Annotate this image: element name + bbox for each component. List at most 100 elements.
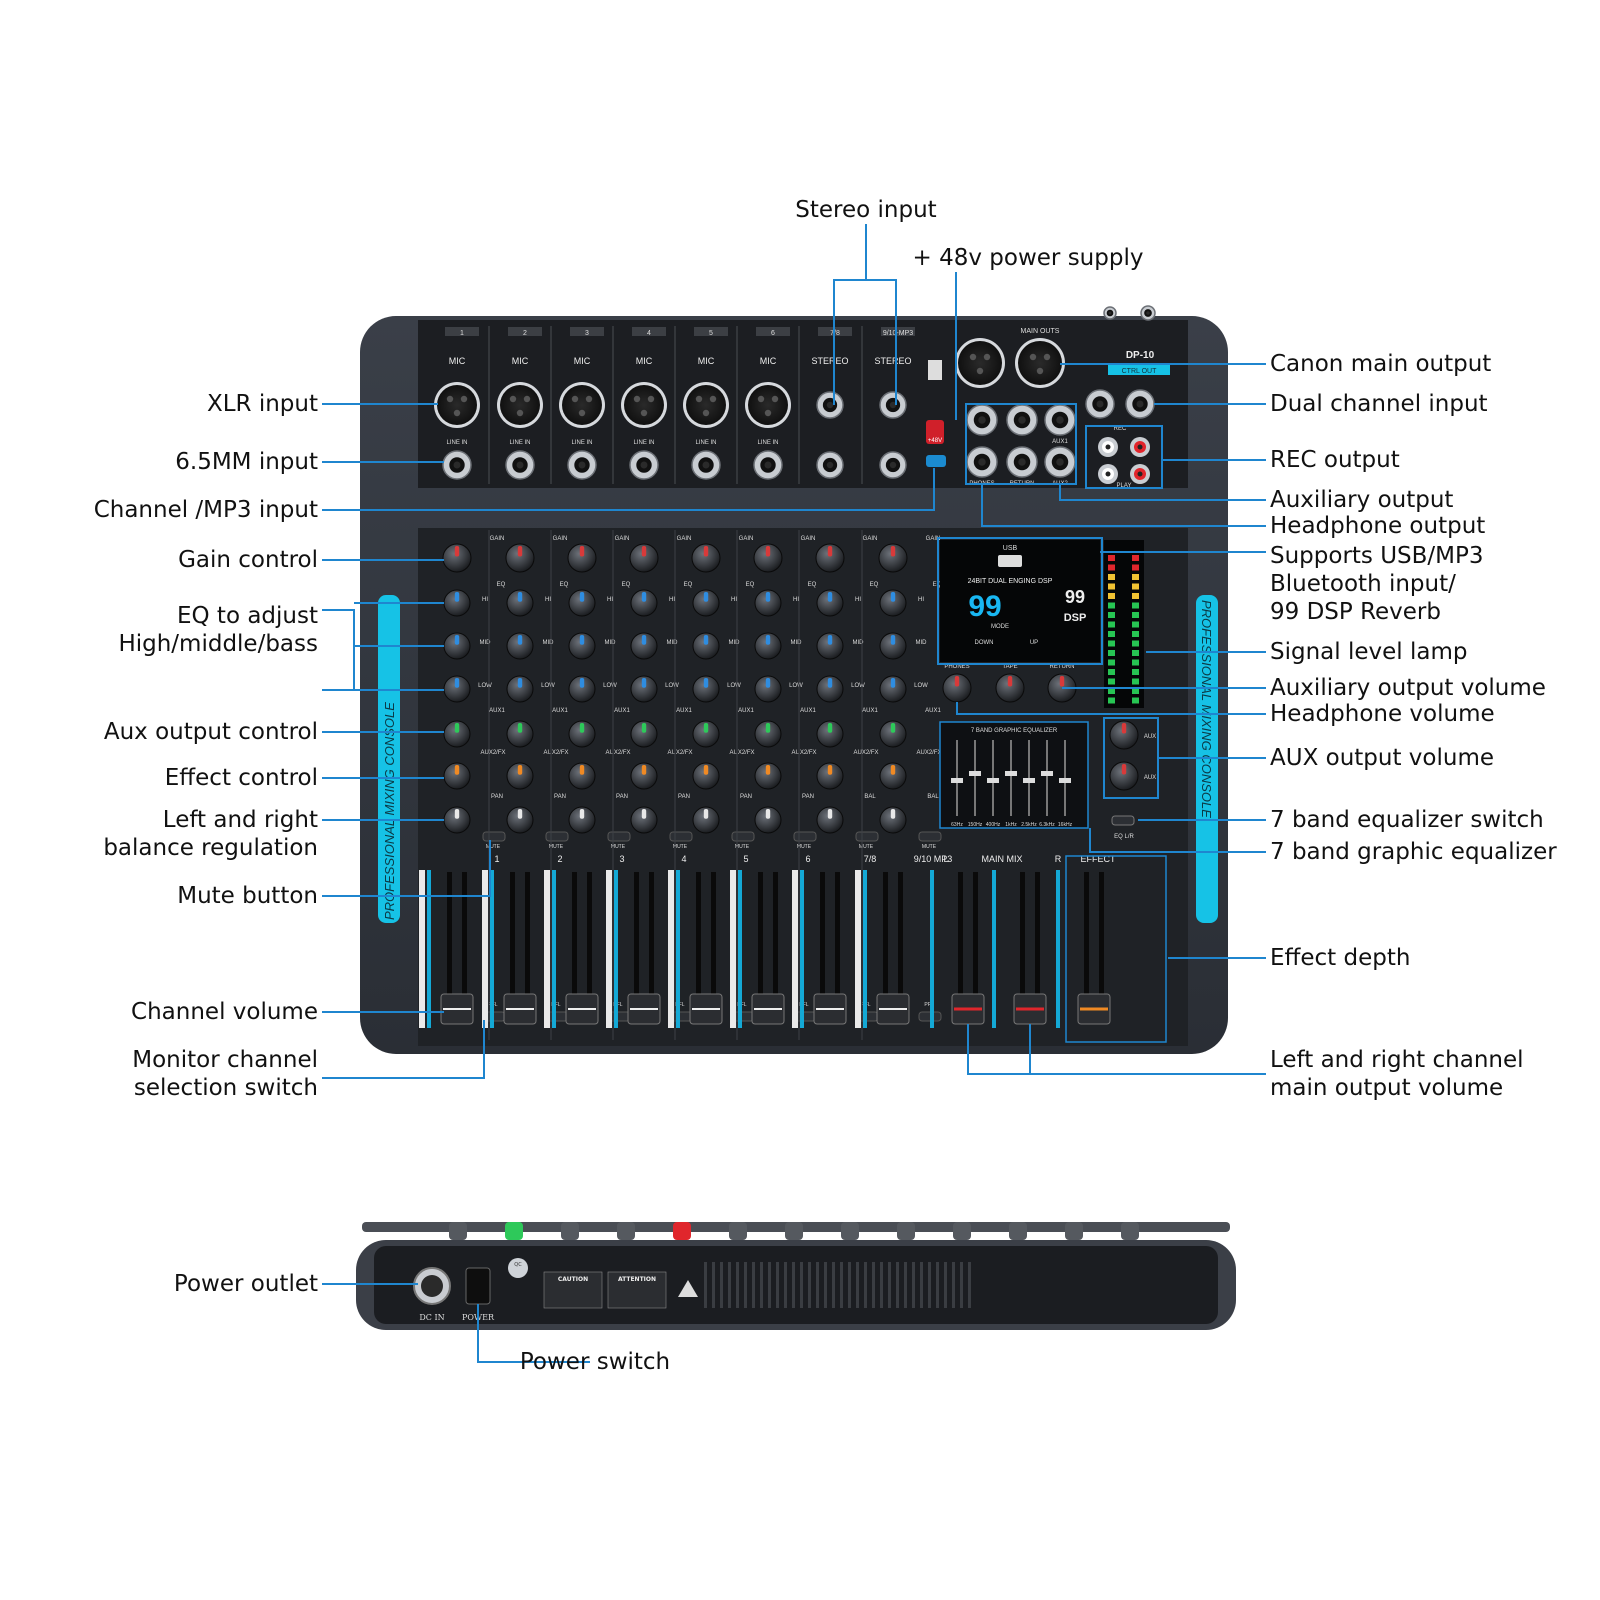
line-in-jack[interactable] — [629, 450, 659, 480]
aux-return-jack[interactable] — [1006, 404, 1038, 436]
power-switch[interactable] — [465, 1267, 491, 1305]
eq-switch[interactable] — [1111, 815, 1135, 826]
low-eq-knob[interactable] — [568, 675, 596, 703]
aux1-knob[interactable] — [506, 720, 534, 748]
mute-button[interactable] — [793, 831, 817, 842]
effect-knob[interactable] — [443, 762, 471, 790]
line-in-jack[interactable] — [753, 450, 783, 480]
xlr-input-jack[interactable] — [434, 382, 480, 428]
geq-slider[interactable] — [951, 778, 963, 783]
gain-knob[interactable] — [567, 543, 597, 573]
line-in-jack[interactable] — [505, 450, 535, 480]
play-rca-jack[interactable] — [1130, 464, 1150, 484]
aux1-out-jack[interactable] — [1044, 404, 1076, 436]
return-jack[interactable] — [1006, 446, 1038, 478]
mute-button[interactable] — [482, 831, 506, 842]
dual-input-right[interactable] — [1125, 389, 1155, 419]
top-edge-socket[interactable] — [1103, 306, 1117, 320]
pan-knob[interactable] — [816, 806, 844, 834]
effect-knob[interactable] — [568, 762, 596, 790]
xlr-input-jack[interactable] — [745, 382, 791, 428]
low-eq-knob[interactable] — [879, 675, 907, 703]
aux1-master-knob[interactable] — [1109, 720, 1139, 750]
pan-knob[interactable] — [568, 806, 596, 834]
low-eq-knob[interactable] — [692, 675, 720, 703]
aux1-knob[interactable] — [879, 720, 907, 748]
rec-rca-jack[interactable] — [1130, 437, 1150, 457]
aux1-knob[interactable] — [754, 720, 782, 748]
geq-slider[interactable] — [1041, 771, 1053, 776]
effect-knob[interactable] — [692, 762, 720, 790]
main-out-xlr-right[interactable] — [1015, 338, 1065, 388]
pan-knob[interactable] — [443, 806, 471, 834]
stereo-left-jack[interactable] — [879, 391, 907, 419]
hi-eq-knob[interactable] — [816, 589, 844, 617]
pan-knob[interactable] — [630, 806, 658, 834]
aux2-out-jack[interactable] — [1044, 446, 1076, 478]
aux1-knob[interactable] — [816, 720, 844, 748]
mid-eq-knob[interactable] — [506, 632, 534, 660]
aux2-master-knob[interactable] — [1109, 761, 1139, 791]
geq-slider[interactable] — [1023, 778, 1035, 783]
main-out-xlr-left[interactable] — [955, 338, 1005, 388]
aux1-knob[interactable] — [443, 720, 471, 748]
hi-eq-knob[interactable] — [879, 589, 907, 617]
xlr-input-jack[interactable] — [683, 382, 729, 428]
stereo-right-jack[interactable] — [879, 451, 907, 479]
gain-knob[interactable] — [753, 543, 783, 573]
phantom-48v-switch[interactable] — [926, 420, 944, 444]
pan-knob[interactable] — [506, 806, 534, 834]
hi-eq-knob[interactable] — [568, 589, 596, 617]
effect-knob[interactable] — [816, 762, 844, 790]
top-edge-socket[interactable] — [1140, 305, 1156, 321]
tape-volume-knob[interactable] — [995, 673, 1025, 703]
phones-jack[interactable] — [966, 446, 998, 478]
aux1-knob[interactable] — [568, 720, 596, 748]
stereo-right-jack[interactable] — [816, 451, 844, 479]
mute-button[interactable] — [545, 831, 569, 842]
aux-return-jack[interactable] — [966, 404, 998, 436]
rec-rca-jack[interactable] — [1098, 437, 1118, 457]
mid-eq-knob[interactable] — [816, 632, 844, 660]
phones-volume-knob[interactable] — [942, 673, 972, 703]
low-eq-knob[interactable] — [630, 675, 658, 703]
mid-eq-knob[interactable] — [568, 632, 596, 660]
mute-button[interactable] — [918, 831, 942, 842]
mute-button[interactable] — [731, 831, 755, 842]
line-in-jack[interactable] — [442, 450, 472, 480]
play-rca-jack[interactable] — [1098, 464, 1118, 484]
low-eq-knob[interactable] — [754, 675, 782, 703]
low-eq-knob[interactable] — [816, 675, 844, 703]
gain-knob[interactable] — [691, 543, 721, 573]
line-in-jack[interactable] — [567, 450, 597, 480]
geq-slider[interactable] — [1005, 771, 1017, 776]
gain-knob[interactable] — [815, 543, 845, 573]
xlr-input-jack[interactable] — [497, 382, 543, 428]
line-in-jack[interactable] — [691, 450, 721, 480]
hi-eq-knob[interactable] — [692, 589, 720, 617]
mute-button[interactable] — [855, 831, 879, 842]
mid-eq-knob[interactable] — [692, 632, 720, 660]
effect-knob[interactable] — [879, 762, 907, 790]
hi-eq-knob[interactable] — [506, 589, 534, 617]
aux1-knob[interactable] — [692, 720, 720, 748]
geq-slider[interactable] — [969, 771, 981, 776]
geq-slider[interactable] — [1059, 778, 1071, 783]
pan-knob[interactable] — [754, 806, 782, 834]
stereo-left-jack[interactable] — [816, 391, 844, 419]
gain-knob[interactable] — [505, 543, 535, 573]
aux1-knob[interactable] — [630, 720, 658, 748]
mid-eq-knob[interactable] — [630, 632, 658, 660]
hi-eq-knob[interactable] — [630, 589, 658, 617]
hi-eq-knob[interactable] — [443, 589, 471, 617]
effect-knob[interactable] — [754, 762, 782, 790]
mid-eq-knob[interactable] — [754, 632, 782, 660]
xlr-input-jack[interactable] — [621, 382, 667, 428]
effect-knob[interactable] — [506, 762, 534, 790]
gain-knob[interactable] — [878, 543, 908, 573]
low-eq-knob[interactable] — [506, 675, 534, 703]
xlr-input-jack[interactable] — [559, 382, 605, 428]
usb-port[interactable] — [998, 555, 1022, 567]
dual-input-left[interactable] — [1085, 389, 1115, 419]
mute-button[interactable] — [669, 831, 693, 842]
